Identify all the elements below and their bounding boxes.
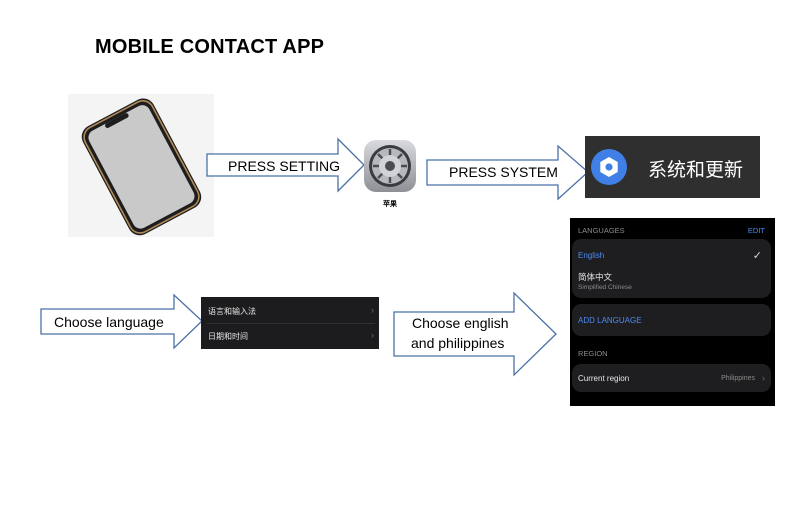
language-chinese-subtitle: Simplified Chinese [578,284,632,291]
languages-header: LANGUAGES [578,226,625,235]
languages-card: English ✓ 简体中文 Simplified Chinese [572,239,771,298]
region-header: REGION [578,349,608,358]
chevron-right-icon: › [762,373,765,383]
choose-english-label-line2: and philippines [411,335,505,351]
press-setting-label: PRESS SETTING [228,158,341,174]
add-language-button[interactable]: ADD LANGUAGE [578,316,642,325]
system-update-banner: 系统和更新 [585,136,760,198]
language-settings-screen: LANGUAGES EDIT English ✓ 简体中文 Simplified… [570,218,775,406]
phone-photo [68,94,214,237]
system-update-label: 系统和更新 [648,160,744,181]
language-menu: 语言和输入法 › 日期和时间 › [201,297,379,349]
arrow-choose-language: Choose language [40,293,204,350]
chevron-right-icon: › [371,305,374,315]
chevron-right-icon: › [371,330,374,340]
arrow-press-system: PRESS SYSTEM [426,144,590,201]
settings-caption: 苹果 [383,201,397,208]
choose-language-label: Choose language [54,314,164,330]
menu-item-language-input[interactable]: 语言和输入法 [208,307,256,316]
gear-icon [591,149,627,185]
divider [207,323,375,324]
gear-icon [364,140,416,192]
add-language-card[interactable]: ADD LANGUAGE [572,304,771,336]
menu-item-date-time[interactable]: 日期和时间 [208,332,248,341]
settings-app: 苹果 [362,140,418,212]
language-english[interactable]: English [578,251,605,260]
language-chinese[interactable]: 简体中文 [578,272,613,282]
arrow-choose-english: Choose english and philippines [393,291,559,377]
current-region-value: Philippines [721,375,755,382]
current-region-label: Current region [578,374,630,383]
edit-button[interactable]: EDIT [747,226,765,235]
press-system-label: PRESS SYSTEM [449,164,558,180]
arrow-press-setting: PRESS SETTING [206,137,366,194]
choose-english-label-line1: Choose english [412,315,509,331]
checkmark-icon: ✓ [752,250,762,262]
current-region-row[interactable]: Current region Philippines › [572,364,771,392]
page-title: MOBILE CONTACT APP [95,36,325,58]
